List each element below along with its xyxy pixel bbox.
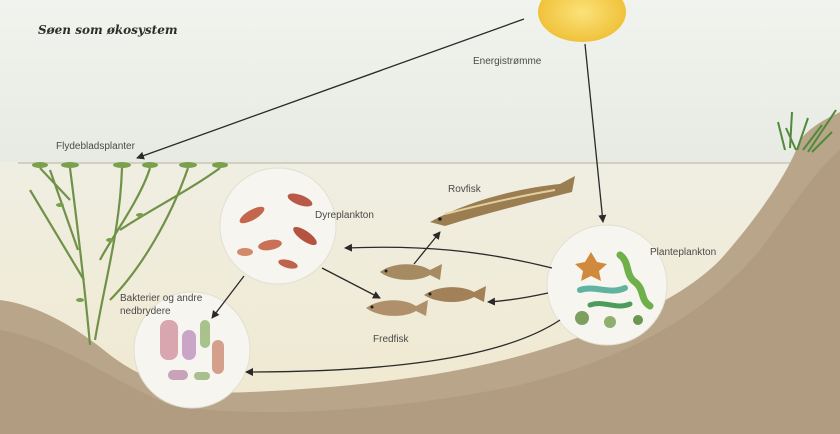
label-decomposers-line1: Bakterier og andre (120, 293, 203, 304)
label-prey-fish: Fredfisk (373, 334, 410, 345)
label-floating-plants: Flydebladsplanter (56, 141, 136, 152)
label-decomposers-line2: nedbrydere (120, 306, 171, 317)
label-zooplankton: Dyreplankton (315, 210, 374, 221)
label-phytoplankton: Planteplankton (650, 247, 716, 258)
diagram-title: Søen som økosystem (38, 23, 178, 37)
label-predator-fish: Rovfisk (448, 184, 482, 195)
zooplankton-circle (220, 168, 336, 284)
phytoplankton-circle (547, 225, 667, 345)
label-energy-flow: Energistrømme (473, 56, 542, 67)
